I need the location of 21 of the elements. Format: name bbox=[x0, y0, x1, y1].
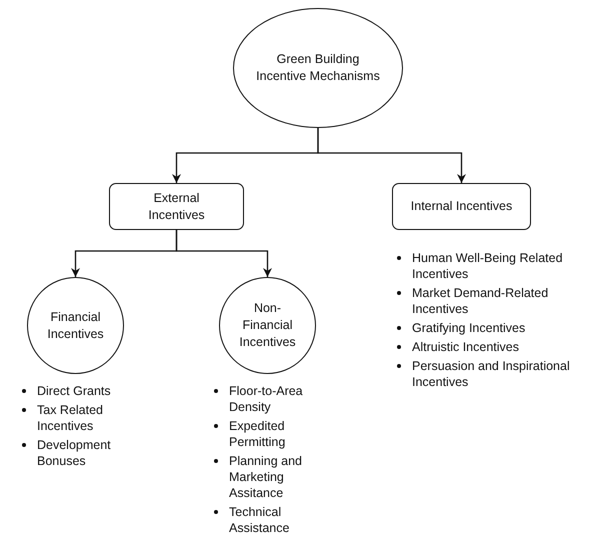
connector-arrow bbox=[317, 128, 466, 183]
bullet-text: Expedited Permitting bbox=[229, 419, 286, 449]
bullet-text: Market Demand-Related Incentives bbox=[412, 286, 548, 316]
node-label: Internal Incentives bbox=[410, 198, 514, 215]
bullet-text: Planning and Marketing Assitance bbox=[229, 454, 302, 500]
bullet-text: Floor-to-Area Density bbox=[229, 384, 303, 414]
category-box bbox=[109, 183, 244, 230]
bullet-text: Persuasion and Inspirational Incentives bbox=[412, 359, 570, 389]
node-label: Non-Financial Incentives bbox=[238, 300, 297, 351]
bullet-text: Direct Grants bbox=[37, 384, 111, 398]
bullet-text: Development Bonuses bbox=[37, 438, 111, 468]
bullet-text: Technical Assistance bbox=[229, 505, 290, 535]
connector-arrow bbox=[176, 230, 272, 277]
category-box bbox=[392, 183, 531, 230]
bullet-text: Tax Related Incentives bbox=[37, 403, 104, 433]
bullet-text: Altruistic Incentives bbox=[412, 340, 519, 354]
bullet-text: Gratifying Incentives bbox=[412, 321, 526, 335]
node-label: Financial Incentives bbox=[46, 308, 105, 342]
node-label: Green Building Incentive Mechanisms bbox=[255, 51, 381, 85]
node-label: External Incentives bbox=[147, 190, 206, 224]
bullet-text: Human Well-Being Related Incentives bbox=[412, 251, 563, 281]
